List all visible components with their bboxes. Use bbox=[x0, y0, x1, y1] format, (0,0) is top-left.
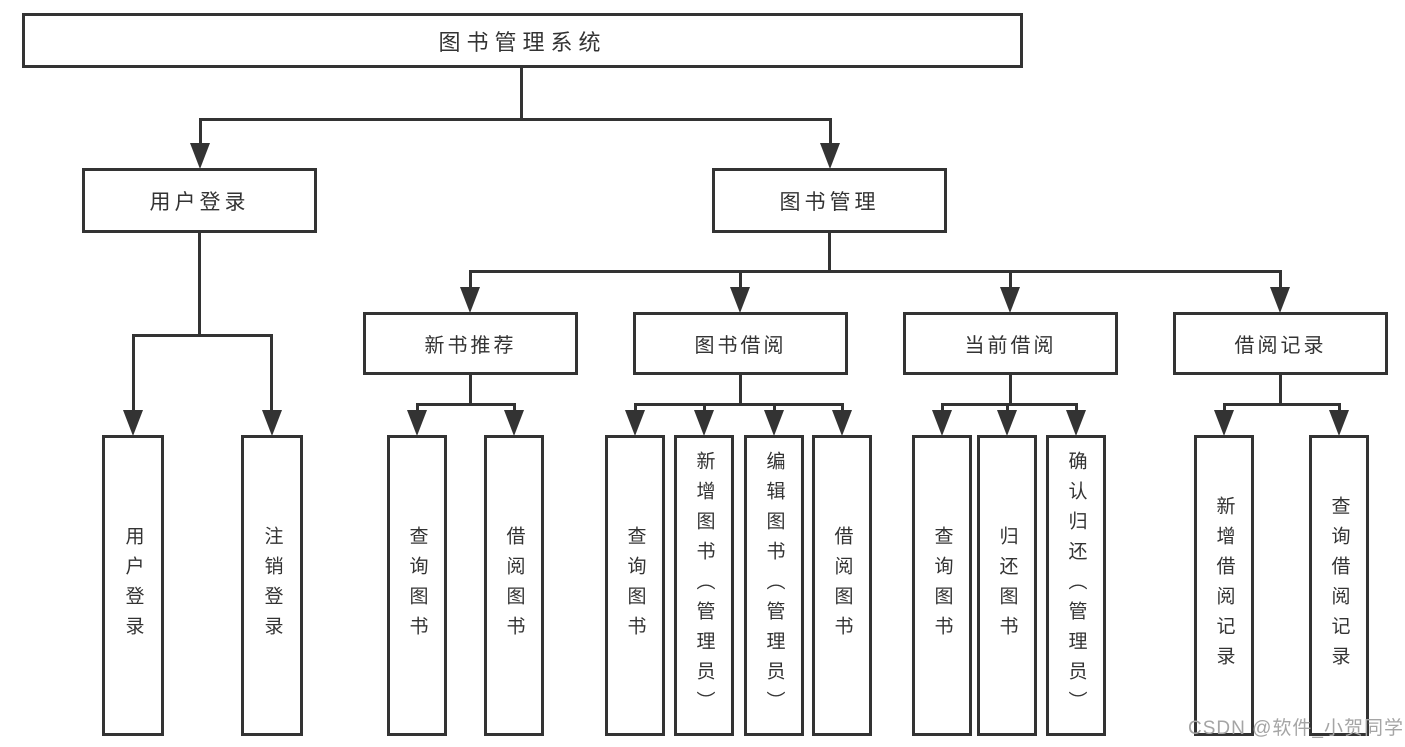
connector-line bbox=[416, 403, 419, 412]
connector-line bbox=[1223, 403, 1226, 412]
arrowhead-down-icon bbox=[460, 287, 480, 313]
node-new-book-recommend-label: 新书推荐 bbox=[424, 335, 517, 357]
leaf-logout: 注销登录 bbox=[241, 435, 303, 736]
connector-line bbox=[703, 403, 706, 412]
leaf-confirm-return-admin-label: 确认归还（管理员） bbox=[1065, 450, 1087, 721]
arrowhead-down-icon bbox=[1000, 287, 1020, 313]
leaf-user-login: 用户登录 bbox=[102, 435, 164, 736]
arrowhead-down-icon bbox=[625, 410, 645, 436]
connector-line bbox=[199, 118, 832, 121]
connector-line bbox=[1009, 375, 1012, 406]
leaf-return-books-label: 归还图书 bbox=[996, 525, 1018, 646]
leaf-return-books: 归还图书 bbox=[977, 435, 1037, 736]
connector-line bbox=[1279, 270, 1282, 289]
connector-line bbox=[634, 403, 637, 412]
connector-line bbox=[841, 403, 844, 412]
arrowhead-down-icon bbox=[764, 410, 784, 436]
connector-line bbox=[1006, 403, 1009, 412]
arrowhead-down-icon bbox=[1066, 410, 1086, 436]
leaf-confirm-return-admin: 确认归还（管理员） bbox=[1046, 435, 1106, 736]
connector-line bbox=[829, 118, 832, 148]
leaf-query-books-2-label: 查询图书 bbox=[624, 525, 646, 646]
node-book-management-label: 图书管理 bbox=[779, 190, 880, 214]
arrowhead-down-icon bbox=[504, 410, 524, 436]
connector-line bbox=[198, 233, 201, 336]
leaf-add-books-admin-label: 新增图书（管理员） bbox=[693, 450, 715, 721]
leaf-query-books-2: 查询图书 bbox=[605, 435, 665, 736]
arrowhead-down-icon bbox=[820, 143, 840, 169]
connector-line bbox=[739, 375, 742, 406]
leaf-add-borrow-record: 新增借阅记录 bbox=[1194, 435, 1254, 736]
connector-line bbox=[773, 403, 776, 412]
connector-line bbox=[469, 270, 472, 289]
leaf-query-books-3-label: 查询图书 bbox=[931, 525, 953, 646]
arrowhead-down-icon bbox=[997, 410, 1017, 436]
node-borrow-records: 借阅记录 bbox=[1173, 312, 1388, 375]
leaf-query-books-1: 查询图书 bbox=[387, 435, 447, 736]
connector-line bbox=[132, 334, 135, 412]
connector-line bbox=[941, 403, 944, 412]
node-borrow-records-label: 借阅记录 bbox=[1234, 335, 1327, 357]
connector-line bbox=[739, 270, 742, 289]
leaf-query-books-1-label: 查询图书 bbox=[406, 525, 428, 646]
arrowhead-down-icon bbox=[123, 410, 143, 436]
node-book-borrow-label: 图书借阅 bbox=[694, 335, 787, 357]
csdn-watermark: CSDN @软件_小贺同学 bbox=[1188, 718, 1404, 739]
arrowhead-down-icon bbox=[1270, 287, 1290, 313]
connector-line bbox=[634, 403, 844, 406]
arrowhead-down-icon bbox=[262, 410, 282, 436]
connector-line bbox=[1279, 375, 1282, 406]
node-user-login-label: 用户登录 bbox=[149, 190, 250, 214]
leaf-add-borrow-record-label: 新增借阅记录 bbox=[1213, 495, 1235, 676]
leaf-edit-books-admin: 编辑图书（管理员） bbox=[744, 435, 804, 736]
node-current-borrow-label: 当前借阅 bbox=[964, 335, 1057, 357]
node-root-label: 图书管理系统 bbox=[438, 29, 607, 55]
leaf-query-borrow-record: 查询借阅记录 bbox=[1309, 435, 1369, 736]
arrowhead-down-icon bbox=[190, 143, 210, 169]
leaf-borrow-books-1-label: 借阅图书 bbox=[503, 525, 525, 646]
connector-line bbox=[520, 68, 523, 120]
arrowhead-down-icon bbox=[694, 410, 714, 436]
leaf-borrow-books-2: 借阅图书 bbox=[812, 435, 872, 736]
node-root-system: 图书管理系统 bbox=[22, 13, 1023, 68]
arrowhead-down-icon bbox=[932, 410, 952, 436]
connector-line bbox=[1338, 403, 1341, 412]
connector-line bbox=[270, 334, 273, 412]
arrowhead-down-icon bbox=[832, 410, 852, 436]
connector-line bbox=[469, 270, 1282, 273]
node-book-management: 图书管理 bbox=[712, 168, 947, 233]
connector-line bbox=[1223, 403, 1341, 406]
leaf-borrow-books-1: 借阅图书 bbox=[484, 435, 544, 736]
connector-line bbox=[199, 118, 202, 148]
connector-line bbox=[469, 375, 472, 406]
arrowhead-down-icon bbox=[730, 287, 750, 313]
connector-line bbox=[1009, 270, 1012, 289]
connector-line bbox=[828, 233, 831, 272]
connector-line bbox=[132, 334, 273, 337]
connector-line bbox=[941, 403, 1078, 406]
leaf-logout-label: 注销登录 bbox=[261, 525, 283, 646]
leaf-edit-books-admin-label: 编辑图书（管理员） bbox=[763, 450, 785, 721]
leaf-borrow-books-2-label: 借阅图书 bbox=[831, 525, 853, 646]
node-book-borrow: 图书借阅 bbox=[633, 312, 848, 375]
node-new-book-recommend: 新书推荐 bbox=[363, 312, 578, 375]
connector-line bbox=[416, 403, 516, 406]
arrowhead-down-icon bbox=[1329, 410, 1349, 436]
leaf-query-books-3: 查询图书 bbox=[912, 435, 972, 736]
connector-line bbox=[513, 403, 516, 412]
node-current-borrow: 当前借阅 bbox=[903, 312, 1118, 375]
leaf-query-borrow-record-label: 查询借阅记录 bbox=[1328, 495, 1350, 676]
leaf-user-login-label: 用户登录 bbox=[122, 525, 144, 646]
arrowhead-down-icon bbox=[407, 410, 427, 436]
arrowhead-down-icon bbox=[1214, 410, 1234, 436]
node-user-login: 用户登录 bbox=[82, 168, 317, 233]
leaf-add-books-admin: 新增图书（管理员） bbox=[674, 435, 734, 736]
connector-line bbox=[1075, 403, 1078, 412]
